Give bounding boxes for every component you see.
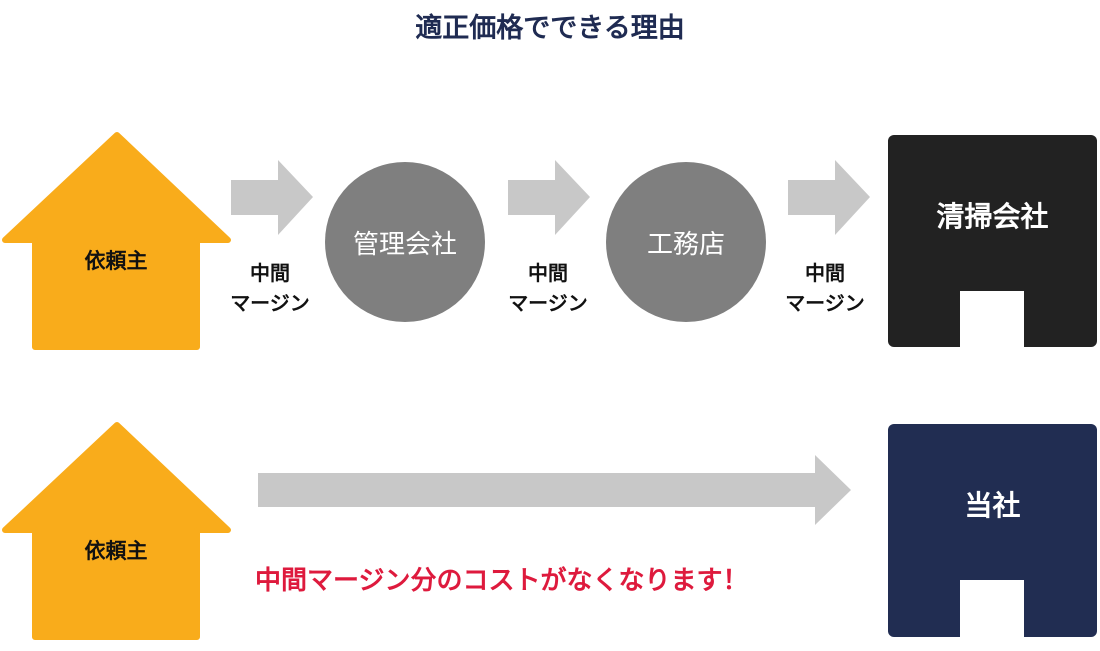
arrow-icon-1 [231,160,313,235]
cleaning-company-building: 清掃会社 [888,135,1097,347]
margin-label-line: マージン [230,291,310,315]
margin-label-1: 中間 マージン [210,258,330,318]
arrow-icon-direct [258,455,851,525]
arrow-icon-3 [788,160,870,235]
node-label: 工務店 [646,229,725,260]
management-company-node: 管理会社 [325,162,485,322]
building-label: 清掃会社 [936,200,1049,233]
house-icon-client-1 [2,132,231,350]
margin-label-line: マージン [785,291,865,315]
client-label-1: 依頼主 [84,249,148,273]
arrow-icon-2 [508,160,590,235]
contractor-shop-node: 工務店 [606,162,766,322]
door-icon [960,291,1024,347]
margin-label-line: 中間 [250,261,290,285]
house-icon-client-2 [2,422,231,640]
savings-message: 中間マージン分のコストがなくなります！ [255,566,749,596]
our-company-building: 当社 [888,424,1097,637]
door-icon [960,580,1024,637]
margin-label-2: 中間 マージン [488,258,608,318]
margin-label-line: 中間 [805,261,845,285]
client-label-2: 依頼主 [84,539,148,563]
margin-label-3: 中間 マージン [765,258,885,318]
margin-label-line: 中間 [528,261,568,285]
diagram-title: 適正価格でできる理由 [415,13,685,44]
node-label: 管理会社 [352,229,457,260]
margin-label-line: マージン [508,291,588,315]
building-label: 当社 [964,489,1021,522]
